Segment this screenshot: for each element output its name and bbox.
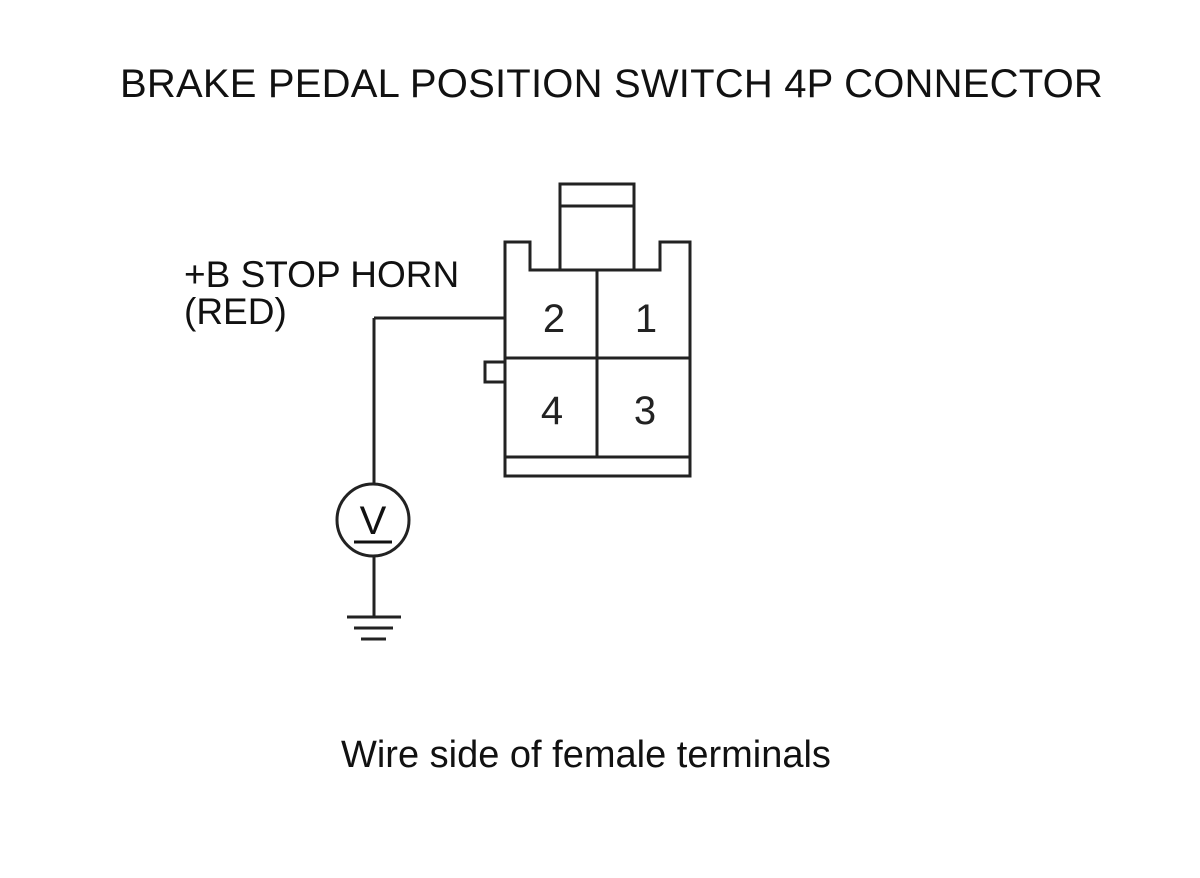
diagram-title: BRAKE PEDAL POSITION SWITCH 4P CONNECTOR [120, 62, 1103, 106]
terminal-1-label: 1 [635, 297, 657, 341]
connector-latch [558, 182, 636, 272]
connector-body [503, 240, 692, 478]
connector-side-key [483, 360, 507, 384]
diagram-caption: Wire side of female terminals [341, 734, 831, 776]
ground-icon [347, 615, 401, 641]
wire-label: +B STOP HORN (RED) [184, 256, 459, 330]
voltmeter-icon: V [360, 499, 387, 543]
wire-label-color: (RED) [184, 291, 287, 332]
terminal-2-label: 2 [543, 297, 565, 341]
terminal-4-label: 4 [541, 389, 563, 433]
terminal-3-label: 3 [634, 389, 656, 433]
test-wire [372, 316, 505, 484]
wire-label-name: +B STOP HORN [184, 254, 460, 295]
